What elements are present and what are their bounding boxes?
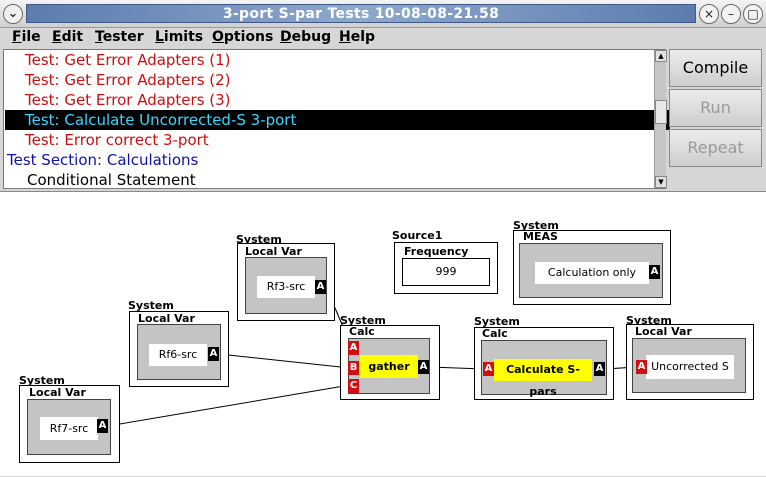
node-type-caption: Calc: [482, 327, 508, 340]
node-system-caption: System: [513, 219, 559, 232]
node-system-caption: System: [474, 315, 520, 328]
input-port-c[interactable]: C: [348, 379, 359, 393]
test-list-item[interactable]: Test: Error correct 3-port: [25, 131, 209, 149]
node-label: Calculate S-pars: [494, 359, 592, 398]
menu-help[interactable]: Help: [339, 29, 376, 45]
node-type-caption: Calc: [349, 325, 375, 338]
window-menu-icon[interactable]: ⌄: [3, 4, 23, 24]
node-label: Rf7-src: [40, 417, 98, 440]
output-port[interactable]: A: [418, 360, 429, 374]
node-type-caption: Local Var: [635, 325, 692, 338]
node-label: Rf3-src: [257, 276, 315, 298]
node-system-caption: System: [128, 299, 174, 312]
test-list-item[interactable]: Conditional Statement: [27, 171, 196, 189]
test-list-item[interactable]: Test: Get Error Adapters (1): [25, 51, 231, 69]
output-port[interactable]: A: [594, 362, 605, 376]
input-port[interactable]: A: [636, 360, 647, 374]
input-port[interactable]: A: [483, 362, 494, 376]
maximize-icon[interactable]: □: [743, 4, 763, 24]
node-label: Uncorrected S: [646, 355, 734, 379]
node-system-caption: System: [19, 374, 65, 387]
node-system-caption: System: [626, 314, 672, 327]
node-system-caption: Source1: [392, 229, 443, 242]
test-list-item[interactable]: Test: Get Error Adapters (3): [25, 91, 231, 109]
input-port-a[interactable]: A: [348, 341, 359, 355]
scroll-thumb[interactable]: [655, 100, 667, 124]
node-label: Calculation only: [535, 262, 649, 284]
menu-edit[interactable]: Edit: [52, 29, 84, 45]
scroll-down-icon[interactable]: ▼: [655, 176, 667, 188]
node-system-caption: System: [236, 233, 282, 246]
frequency-value[interactable]: 999: [402, 258, 490, 286]
input-port-b[interactable]: B: [348, 361, 359, 375]
close-icon[interactable]: ×: [699, 4, 719, 24]
output-port[interactable]: A: [649, 265, 660, 279]
menu-file[interactable]: File: [12, 29, 41, 45]
compile-button[interactable]: Compile: [669, 49, 762, 87]
menu-tester[interactable]: Tester: [95, 29, 144, 45]
node-label: Rf6-src: [149, 344, 207, 366]
node-type-caption: Local Var: [245, 245, 302, 258]
wire-rf7-to-gather: [107, 384, 351, 427]
node-label: gather: [360, 355, 418, 378]
diagram-canvas[interactable]: System Local Var Rf3-src A Source1 Frequ…: [0, 191, 766, 476]
menu-limits[interactable]: Limits: [155, 29, 204, 45]
wire-rf6-to-gather: [218, 353, 351, 369]
menu-bar: File Edit Tester Limits Options Debug He…: [0, 28, 766, 48]
window-title: 3-port S-par Tests 10-08-08-21.58: [26, 4, 696, 23]
title-bar: ⌄ 3-port S-par Tests 10-08-08-21.58 × – …: [0, 0, 766, 28]
node-type-caption: Local Var: [138, 312, 195, 325]
menu-options[interactable]: Options: [212, 29, 274, 45]
repeat-button[interactable]: Repeat: [669, 129, 762, 167]
test-list-item[interactable]: Test Section: Calculations: [7, 151, 199, 169]
scroll-up-icon[interactable]: ▲: [655, 50, 667, 62]
test-list[interactable]: Test: Get Error Adapters (1) Test: Get Er…: [3, 49, 670, 189]
minimize-icon[interactable]: –: [721, 4, 741, 24]
node-type-caption: MEAS: [523, 230, 558, 243]
output-port[interactable]: A: [97, 419, 108, 433]
test-list-scrollbar[interactable]: ▲ ▼: [654, 50, 667, 188]
node-type-caption: Frequency: [404, 245, 469, 258]
node-type-caption: Local Var: [29, 386, 86, 399]
test-list-item-selected[interactable]: Test: Calculate Uncorrected-S 3-port: [5, 110, 670, 130]
menu-debug[interactable]: Debug: [280, 29, 332, 45]
node-system-caption: System: [340, 314, 386, 327]
output-port[interactable]: A: [315, 280, 326, 294]
run-button[interactable]: Run: [669, 89, 762, 127]
output-port[interactable]: A: [208, 347, 219, 361]
test-list-item[interactable]: Test: Get Error Adapters (2): [25, 71, 231, 89]
